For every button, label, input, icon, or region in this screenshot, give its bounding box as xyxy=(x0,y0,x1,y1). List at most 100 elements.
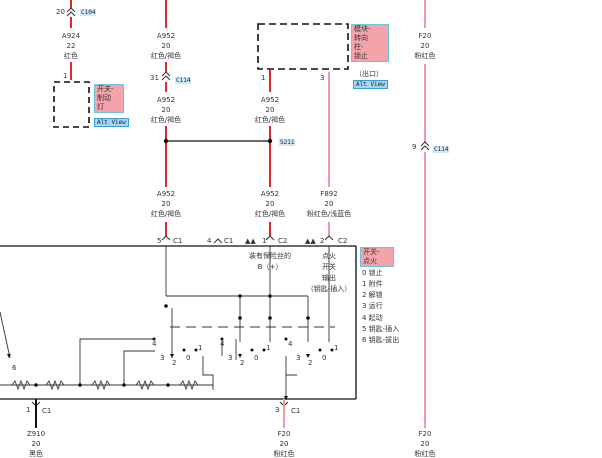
a952-r-code: A952 xyxy=(260,96,280,104)
switch-internal-wiring xyxy=(0,246,335,399)
c114b-pin: 9 xyxy=(412,143,417,151)
c2-1-label: C2 xyxy=(278,237,288,245)
legend-item: 6 钥匙-拔出 xyxy=(362,336,400,344)
switch-arrows xyxy=(7,354,310,400)
c1-4-arrow-icon xyxy=(213,238,223,244)
g3-contact-4: 4 xyxy=(288,340,293,348)
g2-contact-1: 1 xyxy=(266,344,271,352)
a952-r-gauge: 20 xyxy=(265,106,275,114)
legend-item: 0 锁止 xyxy=(362,269,383,277)
f20-b1-color: 粉红色 xyxy=(273,450,295,458)
g3-contact-2: 2 xyxy=(308,359,313,367)
wire-f20-right xyxy=(420,0,430,428)
a924-code: A924 xyxy=(61,32,81,40)
c104-pin: 20 xyxy=(56,8,65,16)
s211-label: S211 xyxy=(279,139,296,146)
g2-contact-2: 2 xyxy=(240,359,245,367)
f892-color: 粉红色/浅蓝色 xyxy=(306,210,352,218)
c1-5-label: C1 xyxy=(173,237,183,245)
contact-6: 6 xyxy=(12,364,17,372)
f20-top-code: F20 xyxy=(418,32,432,40)
g2-contact-4: 4 xyxy=(220,340,225,348)
triangles-2: ▲▲ xyxy=(305,237,316,245)
a952-b2-code: A952 xyxy=(260,190,280,198)
c1-5-pin: 5 xyxy=(157,237,162,245)
c104-label: C104 xyxy=(80,9,97,16)
ignition-switch-box xyxy=(0,245,357,400)
g3-contact-0: 0 xyxy=(322,354,327,362)
f20-top-color: 粉红色 xyxy=(414,52,436,60)
bottom-wires xyxy=(31,399,289,428)
a952-top-color: 红色/褐色 xyxy=(150,52,182,60)
a952-b2-gauge: 20 xyxy=(265,200,275,208)
c2-2-pin: 2 xyxy=(320,237,325,245)
z910-color: 黑色 xyxy=(29,450,43,458)
a952-b2-color: 红色/褐色 xyxy=(254,210,286,218)
bottom-c1-pin: 1 xyxy=(26,406,31,414)
g1-contact-4: 4 xyxy=(152,340,157,348)
brake-switch-tag: 开关- 制动 灯 xyxy=(94,84,124,113)
c114-pin: 31 xyxy=(150,74,159,82)
splice-s211 xyxy=(163,138,273,144)
module-pin-1: 1 xyxy=(261,74,266,82)
a952-b1-code: A952 xyxy=(156,190,176,198)
module-output-label: （出口） xyxy=(355,70,383,78)
c1-4-label: C1 xyxy=(224,237,234,245)
fuse-line-2: B（+） xyxy=(257,263,283,271)
a952-mid-color: 红色/褐色 xyxy=(150,116,182,124)
wire-f892 xyxy=(324,72,334,241)
ign-output-line-3: 输出 xyxy=(322,274,336,282)
g1-contact-3: 3 xyxy=(160,354,165,362)
a924-gauge: 22 xyxy=(66,42,76,50)
steering-lock-module-tag: 模块- 转向 柱- 锁止 xyxy=(351,24,389,62)
switch-contacts xyxy=(34,294,334,387)
ign-output-line-1: 点火 xyxy=(322,252,336,260)
f892-gauge: 20 xyxy=(324,200,334,208)
f20-b2-code: F20 xyxy=(418,430,432,438)
legend-item: 4 起动 xyxy=(362,314,383,322)
a952-r-color: 红色/褐色 xyxy=(254,116,286,124)
wire-a952-right xyxy=(265,70,275,241)
wire-a952-left xyxy=(161,0,171,241)
g2-contact-3: 3 xyxy=(228,354,233,362)
f20-b2-color: 粉红色 xyxy=(414,450,436,458)
module-pin-3: 3 xyxy=(320,74,325,82)
a952-mid-code: A952 xyxy=(156,96,176,104)
c2-2-label: C2 xyxy=(338,237,348,245)
a952-top-code: A952 xyxy=(156,32,176,40)
ign-output-line-4: （钥匙-插入） xyxy=(306,285,352,293)
f20-b2-gauge: 20 xyxy=(420,440,430,448)
a952-b1-gauge: 20 xyxy=(161,200,171,208)
c1-4-pin: 4 xyxy=(207,237,212,245)
f20-top-gauge: 20 xyxy=(420,42,430,50)
a952-b1-color: 红色/褐色 xyxy=(150,210,182,218)
z910-gauge: 20 xyxy=(31,440,41,448)
brake-switch-pin: 1 xyxy=(63,72,68,80)
g1-contact-1: 1 xyxy=(198,344,203,352)
g1-contact-2: 2 xyxy=(172,359,177,367)
ignition-switch-tag: 开关- 点火 xyxy=(360,247,394,267)
f20-b1-code: F20 xyxy=(277,430,291,438)
a952-mid-gauge: 20 xyxy=(161,106,171,114)
a924-color: 红色 xyxy=(64,52,78,60)
fuse-line-1: 装有保险丝的 xyxy=(249,252,291,260)
triangles-1: ▲▲ xyxy=(245,237,256,245)
c114b-label: C114 xyxy=(433,146,450,153)
brake-switch-alt-view[interactable]: Alt View xyxy=(94,118,129,127)
module-alt-view[interactable]: Alt View xyxy=(353,80,388,89)
legend-item: 3 运行 xyxy=(362,302,383,310)
g1-contact-0: 0 xyxy=(186,354,191,362)
f20-b1-gauge: 20 xyxy=(279,440,289,448)
legend-item: 1 附件 xyxy=(362,280,383,288)
bottom-c2-pin: 3 xyxy=(275,406,280,414)
a952-top-gauge: 20 xyxy=(161,42,171,50)
legend-item: 5 钥匙-插入 xyxy=(362,325,400,333)
ign-output-line-2: 开关 xyxy=(322,263,336,271)
g3-contact-1: 1 xyxy=(334,344,339,352)
steering-lock-module-box xyxy=(257,23,349,70)
bottom-c1-label: C1 xyxy=(42,407,52,415)
f892-code: F892 xyxy=(320,190,338,198)
c114-label: C114 xyxy=(175,77,192,84)
brake-switch-box xyxy=(53,81,90,128)
